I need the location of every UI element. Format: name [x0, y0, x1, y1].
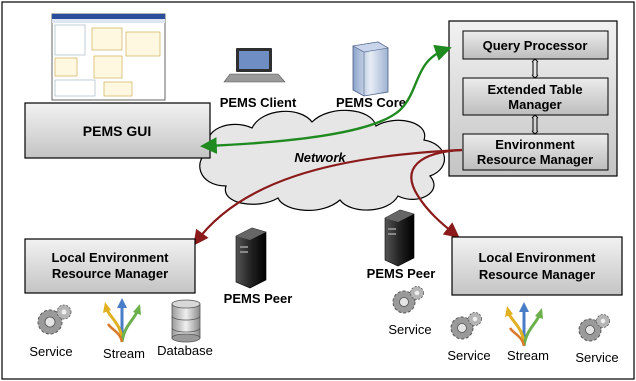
pems-peer-right-label: PEMS Peer [367, 266, 436, 281]
core-right-peer-link [410, 148, 463, 238]
peer-right-server-icon [384, 209, 415, 267]
core-server-icon [352, 41, 389, 97]
stream-icon [505, 302, 543, 347]
lerm-left-line-2: Resource Manager [52, 266, 168, 281]
core-left-peer-link [193, 148, 463, 246]
lerm-left-line-1: Local Environment [51, 250, 169, 265]
network-label: Network [294, 150, 346, 165]
gears-icon [37, 304, 72, 335]
gears-icon [450, 312, 482, 340]
right-resource-service-label-1: Service [388, 322, 431, 337]
lerm-right-line-2: Resource Manager [479, 267, 595, 282]
environment-resource-manager-box [462, 133, 609, 171]
pems-gui-label: PEMS GUI [83, 123, 151, 139]
left-resource-database-label: Database [157, 343, 213, 358]
stack-double-arrow-top [531, 58, 539, 79]
lerm-right-line-1: Local Environment [478, 250, 596, 265]
local-erm-right-box [451, 236, 623, 296]
database-icon [171, 299, 201, 343]
right-resource-service-label-2: Service [447, 348, 490, 363]
extended-table-line-2: Manager [508, 97, 561, 112]
local-erm-left-box [24, 238, 196, 294]
right-resource-service-label-3: Service [575, 350, 618, 365]
gui-screenshot-thumbnail [51, 13, 166, 101]
pems-core-label: PEMS Core [336, 95, 406, 110]
query-processor-label: Query Processor [483, 38, 588, 53]
query-processor-box [462, 30, 609, 60]
left-resource-stream-label: Stream [103, 346, 145, 361]
right-resource-stream-label: Stream [507, 348, 549, 363]
pems-gui-box [24, 102, 211, 159]
gears-icon [392, 286, 424, 314]
erm-line-2: Resource Manager [477, 152, 593, 167]
pems-peer-left-label: PEMS Peer [224, 291, 293, 306]
extended-table-manager-box [462, 77, 609, 116]
extended-table-line-1: Extended Table [487, 82, 582, 97]
erm-line-1: Environment [495, 137, 575, 152]
peer-left-server-icon [235, 227, 267, 289]
pems-client-label: PEMS Client [220, 95, 297, 110]
left-resource-service-label: Service [29, 344, 72, 359]
gears-icon [578, 314, 610, 342]
gui-core-link [199, 44, 452, 154]
stream-icon [103, 298, 141, 343]
stack-double-arrow-bottom [531, 114, 539, 135]
